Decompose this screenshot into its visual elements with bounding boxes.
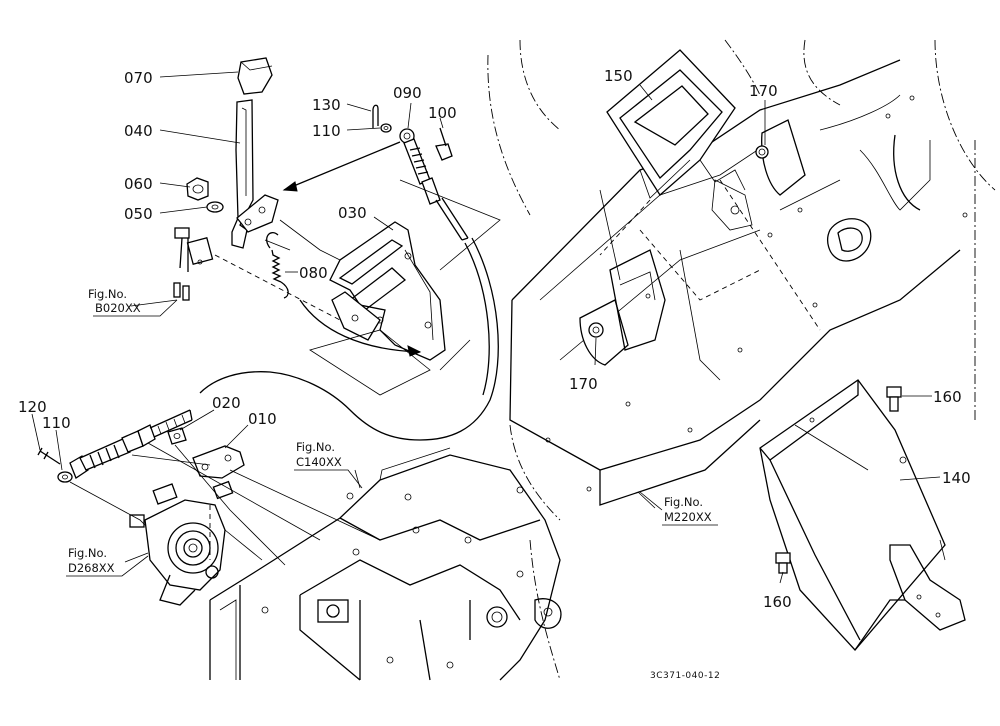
part-010-bracket [192,445,245,479]
fig-ref-b020-code: B020XX [95,301,141,315]
part-label-020: 020 [212,394,241,412]
part-label-080: 080 [299,264,328,282]
switch-assembly [173,227,214,301]
hydraulic-unit [129,480,263,606]
part-110-washer-upper [380,123,392,133]
part-label-160-upper: 160 [933,388,962,406]
part-110-washer-lower [57,471,73,483]
leader-lines [31,71,941,584]
part-label-040: 040 [124,122,153,140]
part-070-knob [237,57,273,95]
fig-ref-m220: Fig.No. M220XX [639,491,718,526]
fig-ref-b020-prefix: Fig.No. [88,287,127,301]
fig-ref-c140: Fig.No. C140XX [294,440,363,489]
chassis-frame-outline [487,39,996,681]
part-100-bolt [435,127,453,161]
part-label-170-upper: 170 [749,82,778,100]
part-label-120: 120 [18,398,47,416]
assembly-lines-lower [69,442,381,566]
fig-ref-c140-code: C140XX [296,455,342,469]
part-label-010: 010 [248,410,277,428]
fig-ref-c140-prefix: Fig.No. [296,440,335,454]
part-060-nut [186,177,209,201]
fig-ref-d268-code: D268XX [68,561,115,575]
part-label-110-lower: 110 [42,414,71,432]
fig-ref-d268: Fig.No. D268XX [66,546,149,577]
part-label-140: 140 [942,469,971,487]
part-label-100: 100 [428,104,457,122]
part-label-170-lower: 170 [569,375,598,393]
part-label-030: 030 [338,204,367,222]
transmission-housing [209,447,562,681]
part-160-bolt-lower [775,552,791,574]
part-170-clip-upper [755,119,806,196]
fig-ref-d268-prefix: Fig.No. [68,546,107,560]
part-label-130: 130 [312,96,341,114]
part-020-stud [167,427,187,445]
part-label-160-lower: 160 [763,593,792,611]
assembly-lines-upper [214,141,501,396]
throttle-cable-route [199,237,499,441]
bracket-assembly-mid [609,179,753,351]
fig-ref-b020: Fig.No. B020XX [88,287,178,317]
diagram-code: 3C371-040-12 [650,671,720,681]
fig-ref-m220-code: M220XX [664,510,712,524]
part-080-spring [266,232,289,299]
part-160-bolt-upper [886,386,902,412]
part-150-boot [599,49,821,331]
lever-plate [236,194,279,233]
part-label-090: 090 [393,84,422,102]
part-label-150: 150 [604,67,633,85]
part-label-070: 070 [124,69,153,87]
lower-cable-assembly [69,409,193,479]
part-label-050: 050 [124,205,153,223]
part-030-bracket [329,221,446,361]
part-170-clip-lower [579,299,629,366]
part-140-cover [759,379,966,651]
part-130-pin [372,104,379,128]
part-label-060: 060 [124,175,153,193]
part-120-screw [37,447,61,465]
part-label-110-upper: 110 [312,122,341,140]
fig-ref-m220-prefix: Fig.No. [664,495,703,509]
part-040-lever [231,99,254,249]
part-050-washer [206,201,224,213]
part-090-cable [399,128,469,241]
